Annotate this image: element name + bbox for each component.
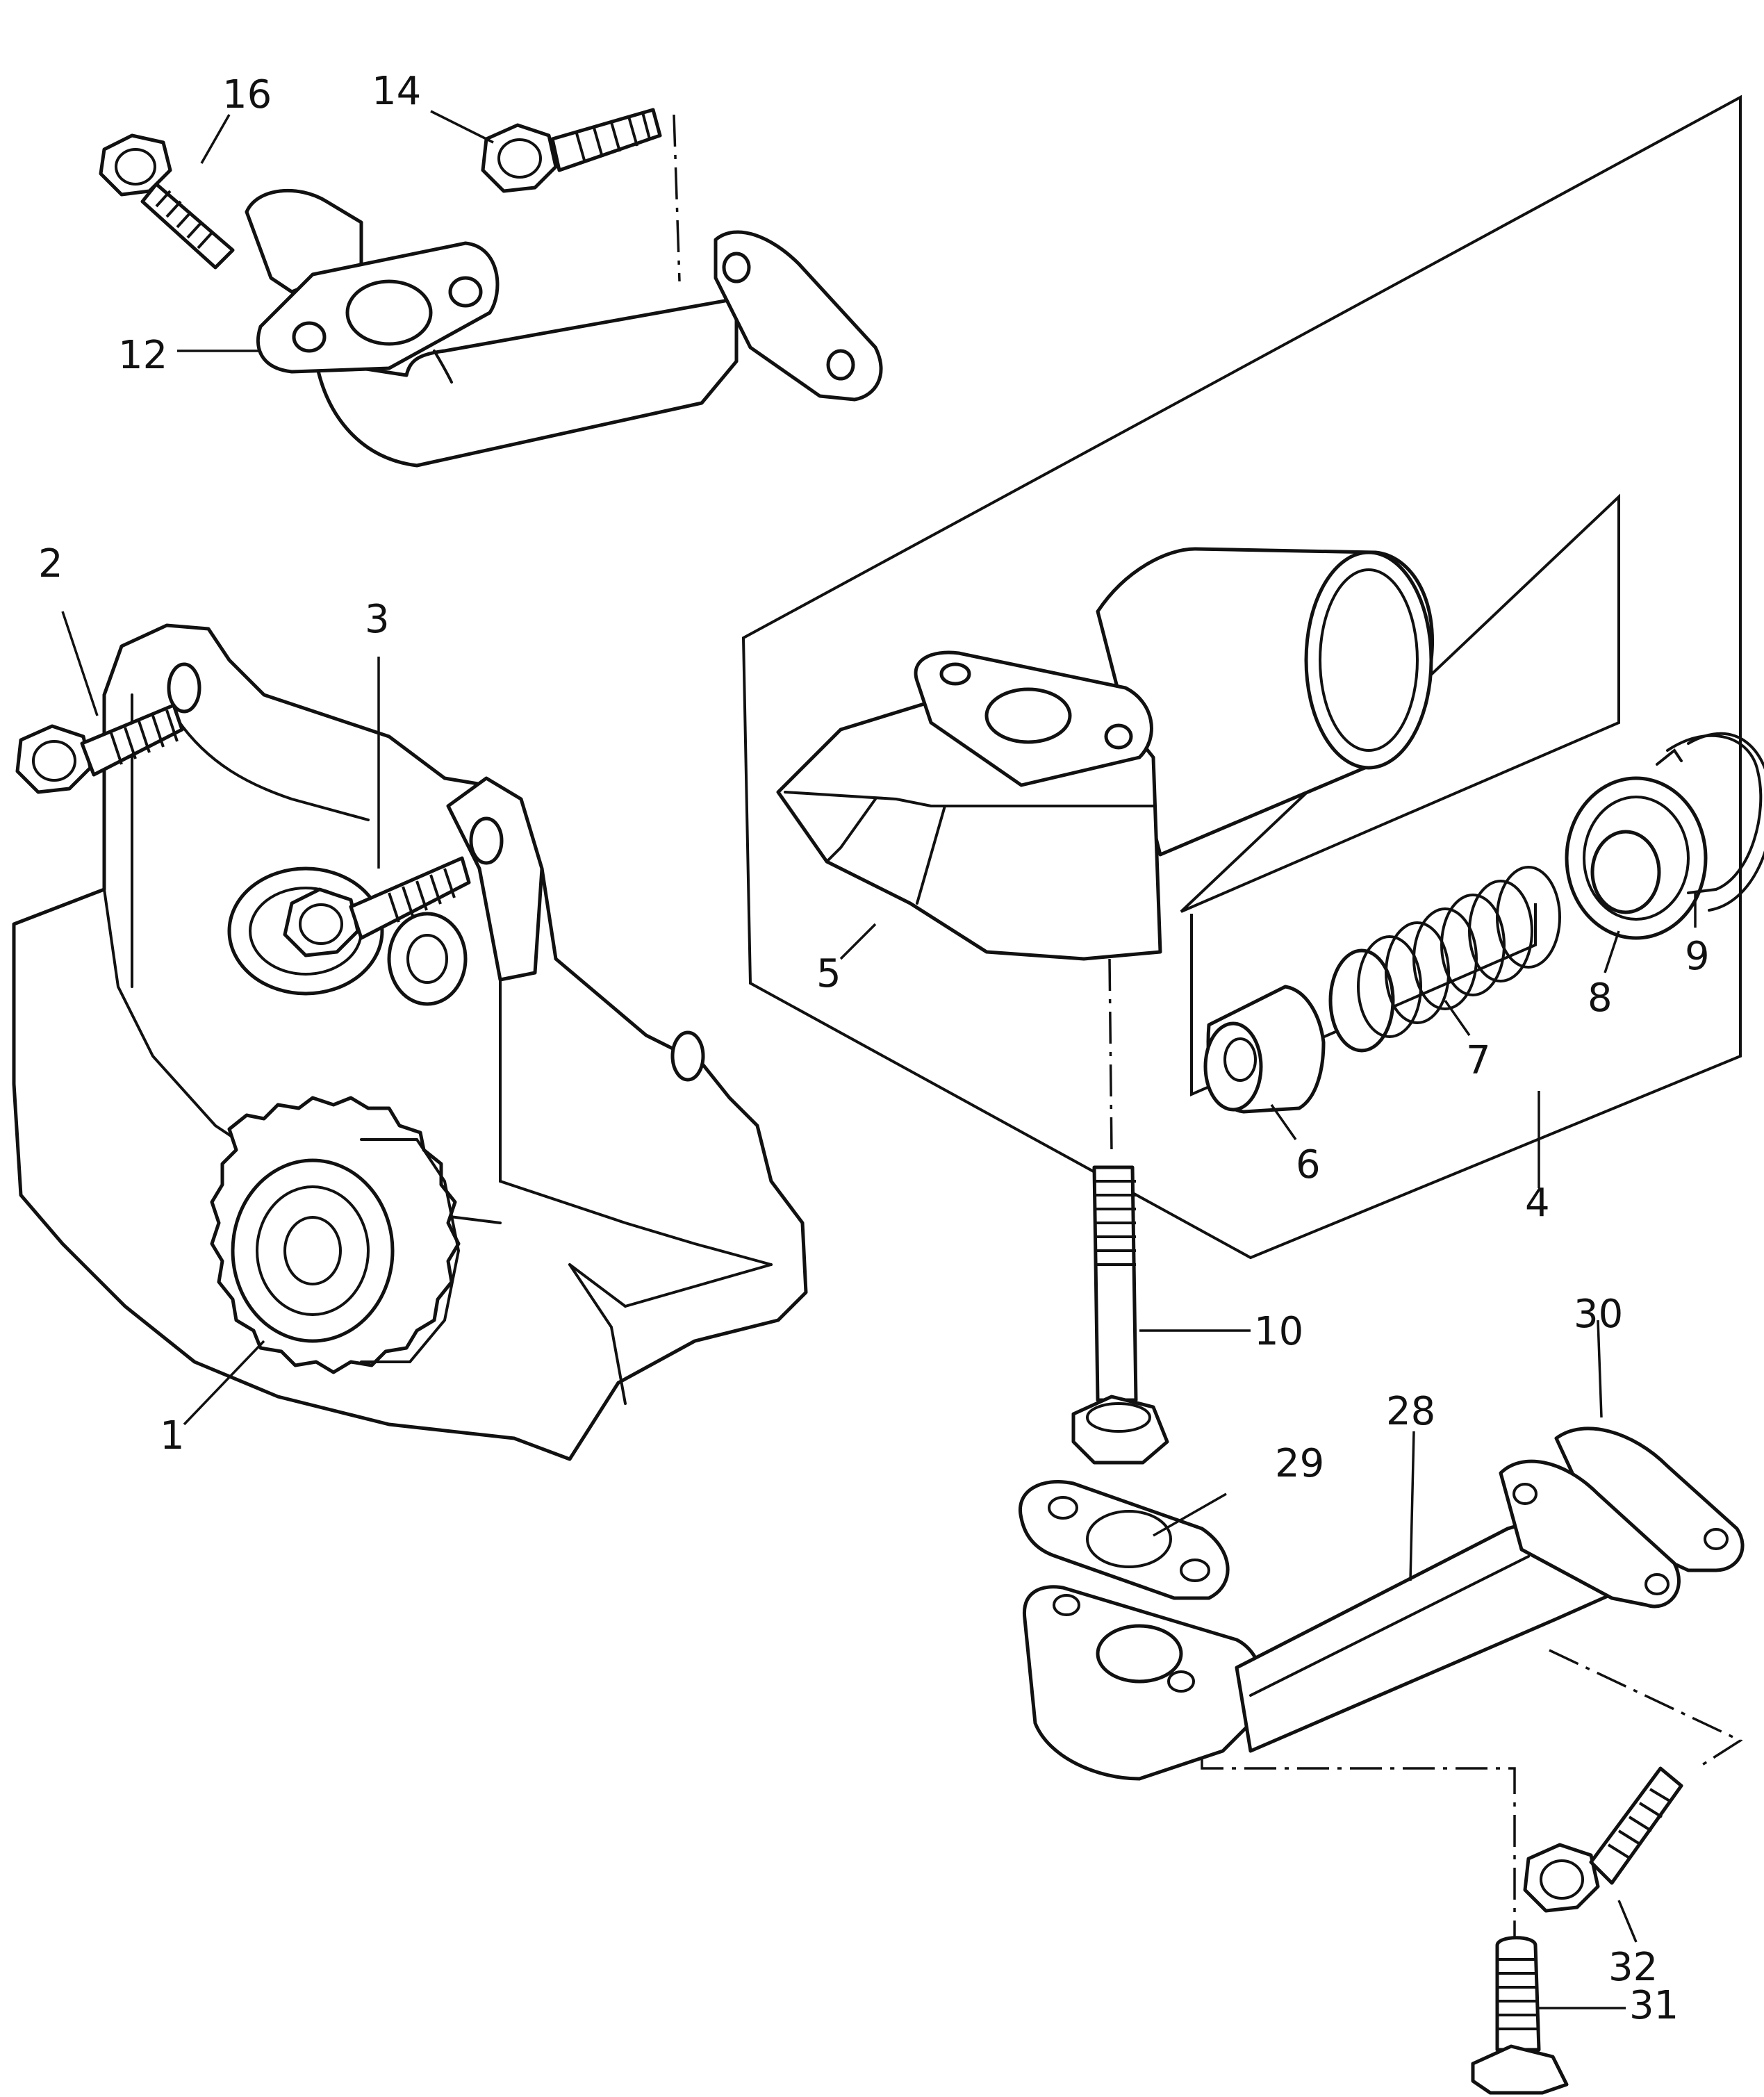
callout-28: 28	[1386, 1389, 1435, 1434]
suction-pipe-28	[1022, 1426, 1745, 2084]
callout-9: 9	[1685, 934, 1710, 979]
gasket-29	[1019, 1479, 1230, 1600]
bolt-32	[1523, 1766, 1683, 1913]
callout-labels: 1 2 3 4 5 6 7 8 9 10 12 14 16 28 29 30 3…	[38, 69, 1710, 2028]
bolt-16	[99, 133, 235, 270]
callout-14: 14	[372, 69, 421, 114]
bolt-10	[1071, 958, 1169, 1465]
bolt-31	[1471, 1936, 1569, 2095]
callout-4: 4	[1525, 1181, 1550, 1226]
bolt-2	[15, 703, 184, 794]
callout-32: 32	[1608, 1945, 1658, 1990]
oil-pump-body	[12, 623, 808, 1461]
callout-30: 30	[1574, 1292, 1623, 1337]
bolt-3	[283, 856, 471, 957]
callout-10: 10	[1254, 1309, 1303, 1354]
spring-seat-8	[1565, 776, 1708, 940]
plunger-6	[1203, 985, 1326, 1114]
callout-1: 1	[160, 1413, 185, 1458]
callout-12: 12	[118, 333, 167, 378]
callout-7: 7	[1466, 1038, 1491, 1083]
callout-5: 5	[816, 951, 841, 996]
valve-housing-5	[776, 547, 1434, 961]
callout-29: 29	[1275, 1441, 1324, 1486]
snap-ring-9	[1656, 732, 1764, 912]
suction-pipe-12	[245, 188, 883, 468]
callout-16: 16	[222, 72, 272, 117]
callout-3: 3	[365, 597, 390, 642]
drive-gear	[210, 1096, 461, 1374]
callout-31: 31	[1629, 1983, 1679, 2028]
callout-8: 8	[1588, 976, 1613, 1021]
bolt-14	[481, 108, 681, 282]
callout-2: 2	[38, 541, 63, 586]
leader-lines	[61, 110, 1697, 2009]
callout-6: 6	[1296, 1142, 1321, 1187]
spring-7	[1328, 866, 1561, 1053]
